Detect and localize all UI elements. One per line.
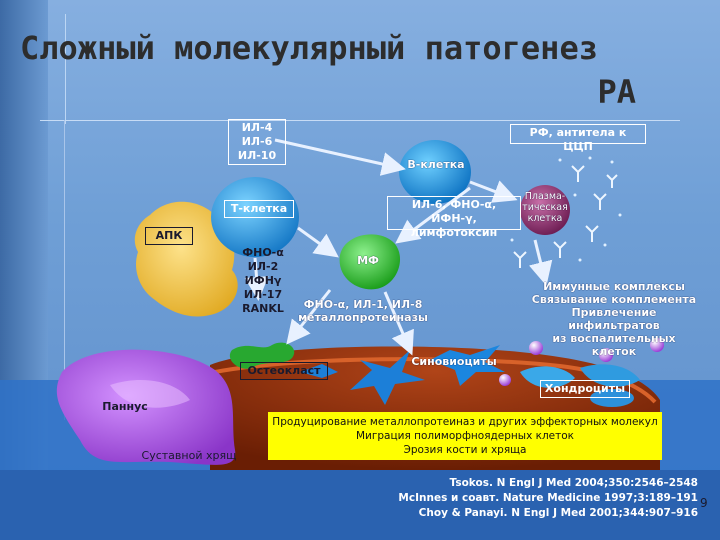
plasma-cell-label: Плазма- тическая клетка: [517, 191, 573, 224]
immune-text-1: Иммунные комплексы: [543, 280, 685, 293]
b-cell-shape: [399, 140, 471, 204]
title-frame-underline: [40, 120, 680, 121]
pannus-shape: [56, 349, 236, 465]
synoviocytes-label: Синовиоциты: [411, 355, 497, 368]
bottom-band-lower: [0, 470, 720, 540]
title-line-1: Сложный молекулярный патогенез: [20, 29, 598, 67]
mf-products-1: ФНО-α, ИЛ-1, ИЛ-8: [303, 298, 423, 311]
tnf-list-2: ИЛ-2: [247, 260, 279, 273]
chondrocyte-3: [590, 389, 634, 407]
osteoclast-label-text: Остеокласт: [247, 364, 321, 377]
il-box: ИЛ-4 ИЛ-6 ИЛ-10: [228, 119, 286, 165]
plasma-line-3: клетка: [527, 213, 563, 224]
immune-text-2: Связывание комплемента: [531, 293, 697, 306]
arrows: [244, 138, 553, 356]
frame-left-line: [64, 120, 65, 420]
synoviocyte-2: [430, 345, 505, 386]
tnf-list-4: ИЛ-17: [243, 288, 283, 301]
page-number: 9: [700, 496, 708, 510]
il-box-line-3: ИЛ-10: [237, 149, 277, 162]
tnf-list: ФНО-α ИЛ-2 ИФНγ ИЛ-17 RANKL: [236, 246, 290, 316]
title-line-2: РА: [597, 73, 636, 111]
apk-label-text: АПК: [155, 229, 183, 242]
mf-products-2: металлопротеиназы: [298, 311, 428, 324]
immune-text-3: Привлечение инфильтратов: [568, 306, 660, 332]
il6-box-line-2: ИФН-γ, лимфотоксин: [410, 212, 498, 239]
synoviocyte-1: [350, 350, 425, 405]
rf-box: РФ, антитела к ЦЦП: [510, 124, 646, 153]
tnf-list-5: RANKL: [242, 302, 284, 315]
osteoclast-label: Остеокласт: [240, 362, 328, 380]
slide-title: Сложный молекулярный патогенез РА: [20, 26, 650, 114]
macrophage-shape: [339, 234, 401, 290]
plasma-line-2: тическая: [522, 202, 568, 213]
apk-label: АПК: [145, 227, 193, 245]
effects-line-3: Эрозия кости и хряща: [403, 444, 527, 456]
immune-dot-1: [529, 341, 543, 355]
references: Tsokos. N Engl J Med 2004;350:2546–2548 …: [398, 476, 698, 521]
mf-products: ФНО-α, ИЛ-1, ИЛ-8 металлопротеиназы: [298, 298, 428, 324]
b-cell-label: В-клетка: [407, 158, 465, 171]
immune-text: Иммунные комплексы Связывание комплемент…: [530, 280, 698, 358]
macrophage-label: МФ: [357, 254, 379, 267]
tnf-list-3: ИФНγ: [244, 274, 282, 287]
pannus-label: Паннус: [102, 400, 148, 413]
synoviocyte-3: [300, 364, 338, 378]
cartilage-label: Суставной хрящ: [141, 449, 237, 462]
il-box-line-2: ИЛ-6: [241, 135, 273, 148]
effects-box: Продуцирование металлопротеиназ и других…: [268, 412, 662, 460]
plasma-line-1: Плазма-: [524, 191, 566, 202]
il-box-line-1: ИЛ-4: [241, 121, 273, 134]
plasma-cell-shape: [520, 185, 570, 235]
il6-box: ИЛ-6, ФНО-α, ИФН-γ, лимфотоксин: [387, 196, 521, 239]
immune-text-4: из воспалительных клеток: [552, 332, 676, 358]
tnf-list-1: ФНО-α: [242, 246, 284, 259]
reference-3: Choy & Panayi. N Engl J Med 2001;344:907…: [418, 507, 698, 519]
effects-line-1: Продуцирование металлопротеиназ и других…: [272, 416, 658, 428]
reference-1: Tsokos. N Engl J Med 2004;350:2546–2548: [449, 477, 698, 489]
effects-line-2: Миграция полиморфноядерных клеток: [355, 430, 575, 442]
chondrocyte-2: [580, 364, 640, 387]
apk-cell-shape: [134, 201, 238, 317]
immune-dot-2: [599, 348, 613, 362]
immune-dot-3: [650, 338, 664, 352]
rf-box-text: РФ, антитела к ЦЦП: [529, 126, 627, 153]
chondrocytes-label: Хондроциты: [540, 380, 630, 398]
pannus-inner: [110, 380, 190, 408]
title-frame-line: [65, 14, 66, 124]
antibodies: [513, 165, 618, 268]
t-cell-label: Т-клетка: [224, 200, 294, 218]
il6-box-line-1: ИЛ-6, ФНО-α,: [411, 198, 497, 211]
immune-dot-4: [499, 374, 511, 386]
chondrocytes-label-text: Хондроциты: [544, 382, 626, 395]
reference-2: McInnes и соавт. Nature Medicine 1997;3:…: [398, 492, 698, 504]
t-cell-label-text: Т-клетка: [230, 202, 288, 215]
chondrocyte-1: [520, 366, 575, 388]
